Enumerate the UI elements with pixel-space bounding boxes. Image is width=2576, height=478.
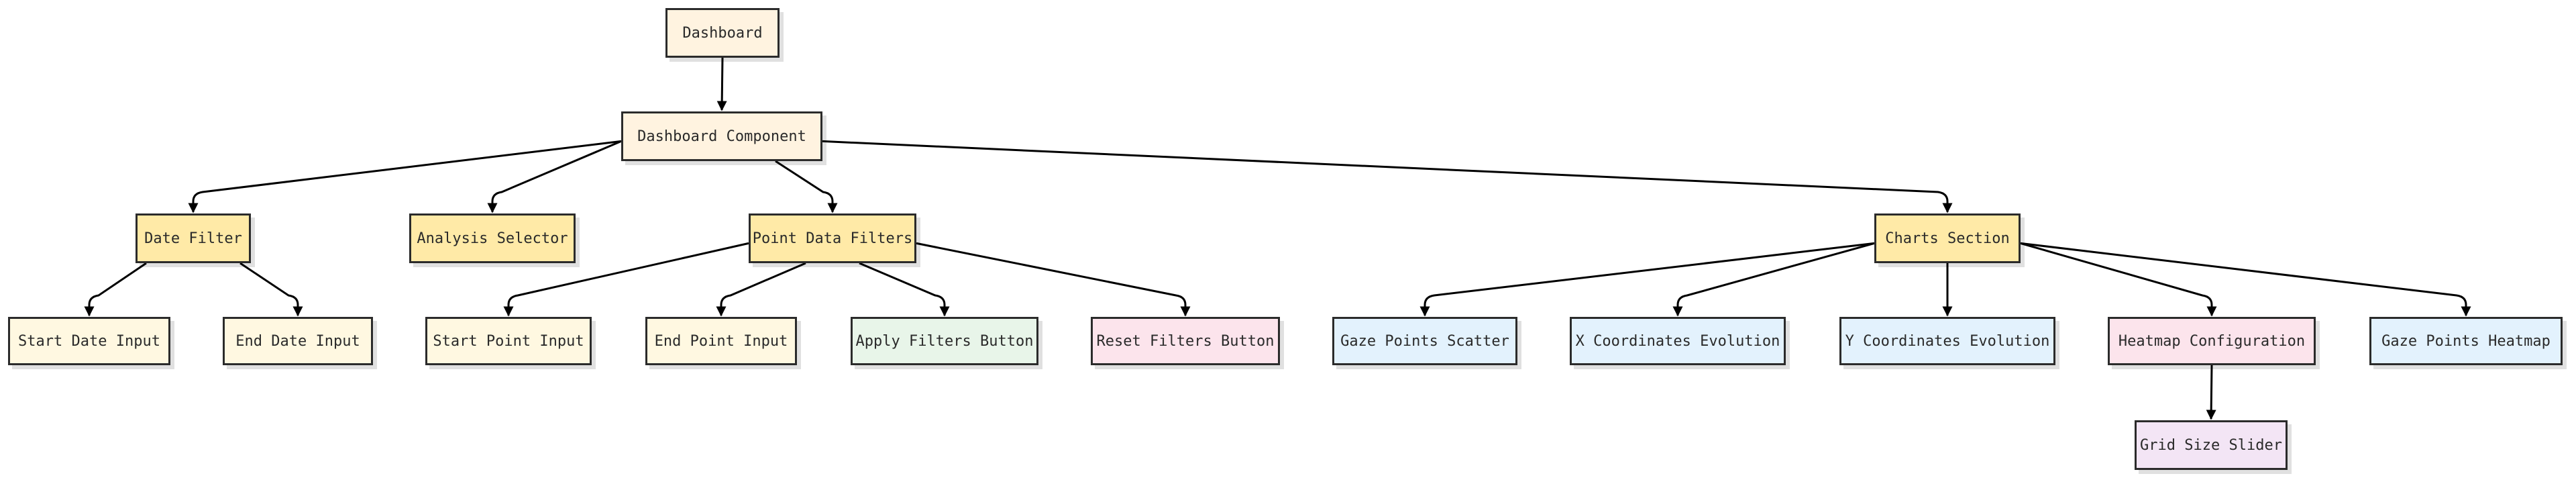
node-point-data-filters: Point Data Filters [749,213,916,263]
edge-point-data-filters-to-reset-filters-button [916,242,1191,317]
edge-heatmap-configuration-to-grid-size-slider [2206,365,2216,420]
node-grid-size-slider: Grid Size Slider [2135,420,2288,470]
node-gaze-points-scatter: Gaze Points Scatter [1332,317,1517,365]
edge-point-data-filters-to-apply-filters-button [859,262,950,317]
node-date-filter: Date Filter [136,213,251,263]
edge-dashboard-component-to-point-data-filters [775,160,838,213]
node-dashboard-component: Dashboard Component [621,111,822,161]
edge-charts-section-to-x-coordinates-evolution [1672,242,1875,317]
edge-charts-section-to-gaze-points-heatmap [2020,242,2471,317]
node-analysis-selector: Analysis Selector [409,213,576,263]
edge-dashboard-component-to-charts-section [822,140,1953,213]
node-dashboard: Dashboard [665,8,780,58]
edge-dashboard-component-to-date-filter [188,140,622,213]
node-y-coordinates-evolution: Y Coordinates Evolution [1839,317,2055,365]
node-gaze-points-heatmap: Gaze Points Heatmap [2369,317,2563,365]
node-apply-filters-button: Apply Filters Button [851,317,1038,365]
edge-date-filter-to-start-date-input [84,262,147,317]
edge-point-data-filters-to-start-point-input [503,242,749,317]
node-start-date-input: Start Date Input [8,317,170,365]
node-charts-section: Charts Section [1874,213,2021,263]
edge-point-data-filters-to-end-point-input [716,262,806,317]
node-end-point-input: End Point Input [645,317,797,365]
node-x-coordinates-evolution: X Coordinates Evolution [1570,317,1786,365]
edge-charts-section-to-heatmap-configuration [2020,242,2217,317]
edge-date-filter-to-end-date-input [239,262,303,317]
edge-charts-section-to-gaze-points-scatter [1419,242,1875,317]
node-end-date-input: End Date Input [223,317,373,365]
node-heatmap-configuration: Heatmap Configuration [2108,317,2316,365]
edge-dashboard-component-to-analysis-selector [487,140,622,213]
node-reset-filters-button: Reset Filters Button [1091,317,1280,365]
node-start-point-input: Start Point Input [425,317,592,365]
